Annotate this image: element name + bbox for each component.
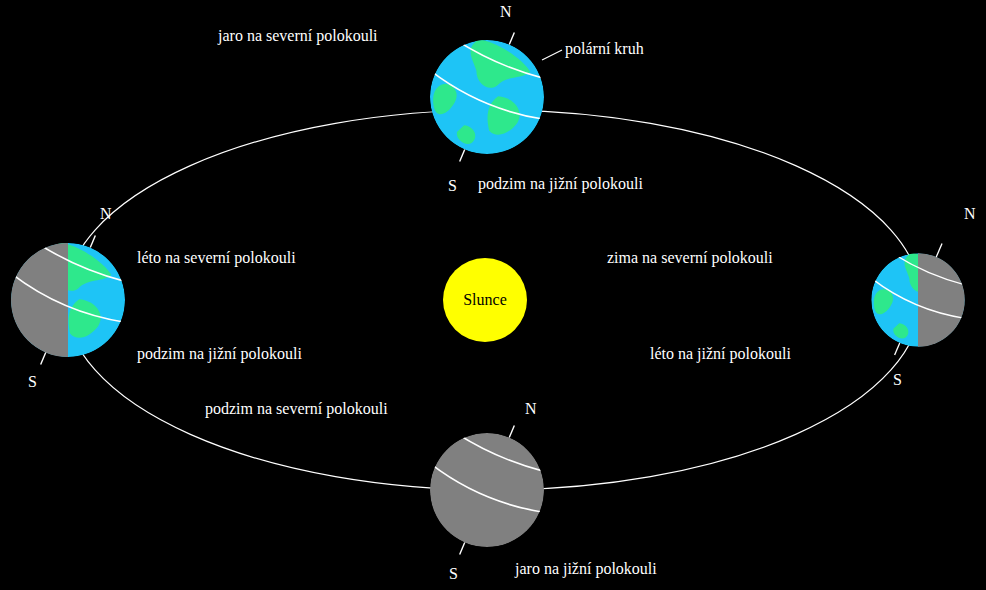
earth [857,239,980,362]
season-label: léto na jižní polokouli [650,345,791,363]
pole-label: N [100,205,112,223]
orbit [65,110,921,490]
season-label: podzim na jižní polokouli [478,175,643,193]
leader-line [542,50,562,60]
season-label: zima na severní polokouli [607,249,773,267]
pole-label: S [893,371,902,389]
circle-label: polární kruh [565,40,644,58]
sun-label: Slunce [463,291,507,309]
pole-label: N [525,400,537,418]
season-label: podzim na jižní polokouli [137,345,302,363]
earth [0,225,143,374]
pole-label: S [28,373,37,391]
earth [428,426,561,555]
season-label: jaro na jižní polokouli [515,560,657,578]
sun-circle: Slunce [443,258,527,342]
pole-label: S [449,565,458,583]
pole-label: N [964,205,976,223]
season-label: podzim na severní polokouli [205,400,388,418]
season-label: jaro na severní polokouli [218,27,378,45]
pole-label: S [448,177,457,195]
season-label: léto na severní polokouli [137,249,296,267]
pole-label: N [500,3,512,21]
earth [408,20,567,173]
